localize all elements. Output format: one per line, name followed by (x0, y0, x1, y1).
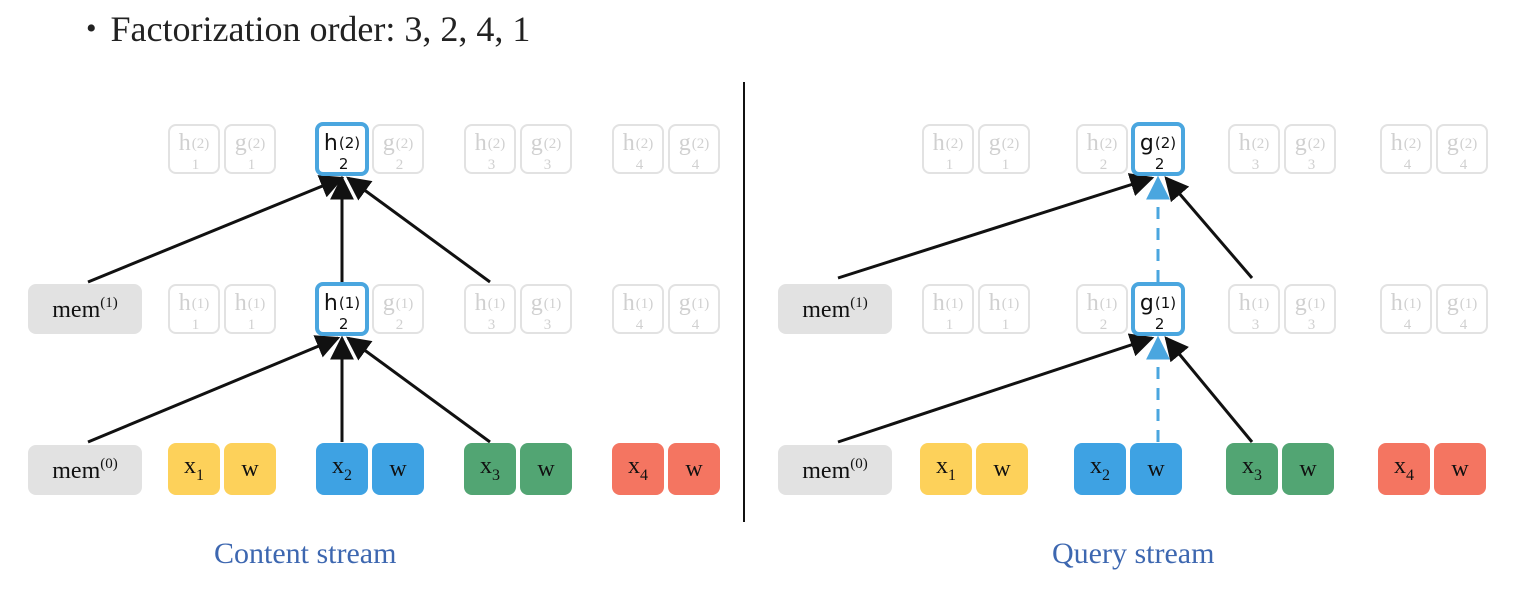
content-input-x3-2: x3 (464, 443, 516, 495)
query-input-x2-1: x2 (1074, 443, 1126, 495)
query-mem1-node: mem(1) (778, 284, 892, 334)
arrow-h3l1-to-h2-layer2 (346, 176, 491, 284)
query-layer1-node-h1: h(1)1 (922, 284, 974, 334)
query-layer2-node-g1: g(2)1 (978, 124, 1030, 174)
content-stream-caption: Content stream (214, 537, 397, 570)
arrow-mem0-to-h2-layer1 (87, 335, 341, 444)
factorization-order-bullet: • Factorization order: 3, 2, 4, 1 (86, 8, 530, 50)
factorization-order-text: Factorization order: 3, 2, 4, 1 (110, 9, 531, 49)
query-layer2-node-g2-active: g(2)2 (1131, 122, 1185, 176)
query-layer2-node-h4: h(2)4 (1380, 124, 1432, 174)
content-layer1-node-g2: g(1)2 (372, 284, 424, 334)
arrow-mem0-to-g2-layer1 (837, 333, 1155, 444)
panel-divider (743, 82, 745, 522)
query-stream-caption: Query stream (1052, 537, 1215, 570)
content-layer2-node-g3: g(2)3 (520, 124, 572, 174)
content-layer1-node-h3: h(1)3 (464, 284, 516, 334)
arrow-mem1-to-g2-layer2 (837, 173, 1155, 280)
query-input-w-1: w (1130, 443, 1182, 495)
query-input-x3-2: x3 (1226, 443, 1278, 495)
query-input-w-0: w (976, 443, 1028, 495)
content-mem1-node: mem(1) (28, 284, 142, 334)
content-mem0-node: mem(0) (28, 445, 142, 495)
content-input-w-1: w (372, 443, 424, 495)
content-layer1-node-h1: h(1)1 (224, 284, 276, 334)
content-layer1-node-h2-active: h(1)2 (315, 282, 369, 336)
content-layer2-node-h3: h(2)3 (464, 124, 516, 174)
content-layer1-node-h4: h(1)4 (612, 284, 664, 334)
content-layer1-node-g3: g(1)3 (520, 284, 572, 334)
content-layer2-node-g2: g(2)2 (372, 124, 424, 174)
arrow-x3-to-g2-layer1 (1164, 336, 1254, 443)
content-layer2-node-h2-active: h(2)2 (315, 122, 369, 176)
bullet-dot: • (86, 12, 97, 45)
content-layer2-node-g1: g(2)1 (224, 124, 276, 174)
arrow-x3-to-h2-layer1 (346, 336, 491, 444)
query-layer1-node-h3: h(1)3 (1228, 284, 1280, 334)
content-layer1-node-h1: h(1)1 (168, 284, 220, 334)
content-input-w-3: w (668, 443, 720, 495)
content-layer2-node-h4: h(2)4 (612, 124, 664, 174)
query-layer1-node-g4: g(1)4 (1436, 284, 1488, 334)
query-input-x1-0: x1 (920, 443, 972, 495)
query-layer1-node-g2-active: g(1)2 (1131, 282, 1185, 336)
arrow-h3l1-to-g2-layer2 (1164, 176, 1254, 279)
query-input-w-2: w (1282, 443, 1334, 495)
content-input-w-2: w (520, 443, 572, 495)
content-input-x1-0: x1 (168, 443, 220, 495)
content-input-x4-3: x4 (612, 443, 664, 495)
query-layer1-node-h2: h(1)2 (1076, 284, 1128, 334)
content-layer2-node-g4: g(2)4 (668, 124, 720, 174)
query-mem0-node: mem(0) (778, 445, 892, 495)
query-layer1-node-h1: h(1)1 (978, 284, 1030, 334)
query-layer2-node-h3: h(2)3 (1228, 124, 1280, 174)
content-input-w-0: w (224, 443, 276, 495)
query-layer2-node-h2: h(2)2 (1076, 124, 1128, 174)
query-layer2-node-g3: g(2)3 (1284, 124, 1336, 174)
content-input-x2-1: x2 (316, 443, 368, 495)
query-layer1-node-h4: h(1)4 (1380, 284, 1432, 334)
content-layer2-node-h1: h(2)1 (168, 124, 220, 174)
arrow-mem1-to-h2-layer2 (87, 175, 345, 284)
query-layer2-node-g4: g(2)4 (1436, 124, 1488, 174)
query-input-x4-3: x4 (1378, 443, 1430, 495)
query-layer1-node-g3: g(1)3 (1284, 284, 1336, 334)
query-input-w-3: w (1434, 443, 1486, 495)
content-layer1-node-g4: g(1)4 (668, 284, 720, 334)
query-layer2-node-h1: h(2)1 (922, 124, 974, 174)
